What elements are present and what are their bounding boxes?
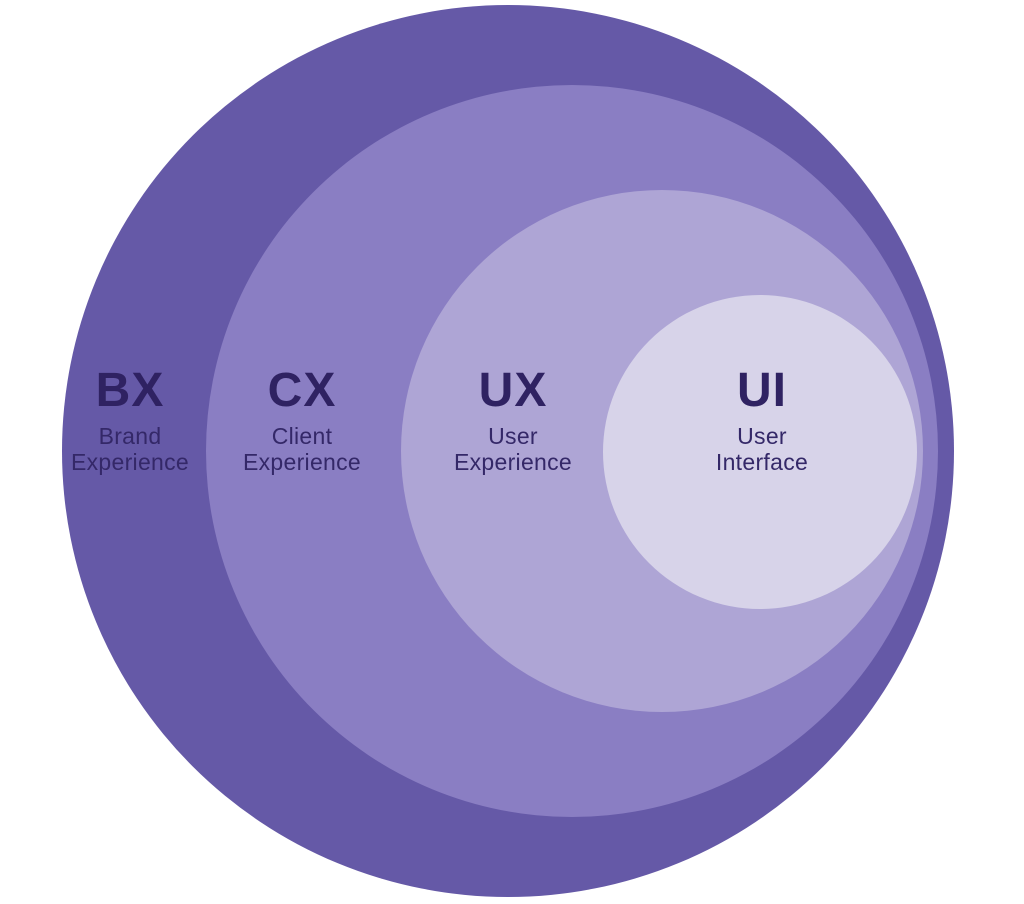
ui-circle	[603, 295, 917, 609]
ux-subtitle: User Experience	[393, 423, 633, 475]
ux-label: UX User Experience	[393, 364, 633, 476]
ux-subtitle-line1: User	[488, 423, 538, 449]
bx-subtitle-line2: Experience	[70, 449, 190, 475]
ux-subtitle-line2: Experience	[453, 449, 573, 475]
cx-acronym: CX	[267, 364, 337, 417]
ui-label: UI User Interface	[642, 364, 882, 476]
bx-subtitle: Brand Experience	[10, 423, 250, 475]
cx-subtitle-line1: Client	[271, 423, 333, 449]
bx-label: BX Brand Experience	[10, 364, 250, 476]
ui-subtitle: User Interface	[642, 423, 882, 475]
ux-acronym: UX	[478, 364, 548, 417]
bx-acronym: BX	[95, 364, 165, 417]
bx-subtitle-line1: Brand	[98, 423, 162, 449]
ui-subtitle-line1: User	[737, 423, 787, 449]
cx-label: CX Client Experience	[182, 364, 422, 476]
ui-acronym: UI	[737, 364, 787, 417]
ui-subtitle-line2: Interface	[715, 449, 809, 475]
cx-subtitle-line2: Experience	[242, 449, 362, 475]
cx-subtitle: Client Experience	[182, 423, 422, 475]
